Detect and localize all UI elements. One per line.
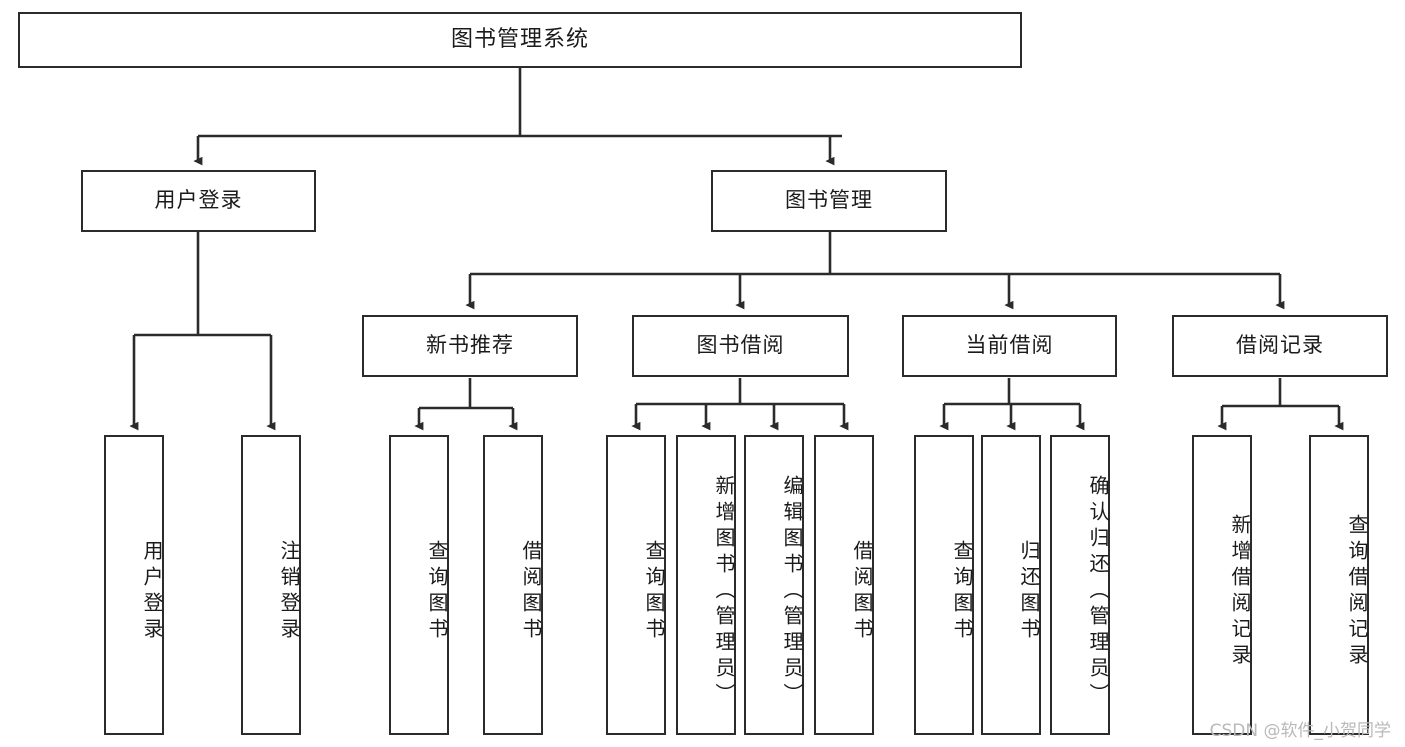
leaf-label: 查询图书 <box>425 540 449 644</box>
leaf-label: 新增借阅记录 <box>1228 514 1252 670</box>
leaf-book-borrow-query[interactable]: 查询图书 <box>606 435 666 735</box>
leaf-current-borrow-confirm-return[interactable]: 确认归还（管理员） <box>1050 435 1110 735</box>
leaf-label: 归还图书 <box>1017 540 1041 644</box>
leaf-label: 查询图书 <box>950 540 974 644</box>
leaf-label: 借阅图书 <box>850 540 874 644</box>
node-borrow-record[interactable]: 借阅记录 <box>1172 315 1388 377</box>
leaf-borrow-record-add[interactable]: 新增借阅记录 <box>1192 435 1252 735</box>
watermark: CSDN @软件_小贺同学 <box>1209 721 1391 741</box>
leaf-label: 借阅图书 <box>519 540 543 644</box>
leaf-label: 确认归还（管理员） <box>1086 475 1110 709</box>
leaf-label: 查询借阅记录 <box>1345 514 1369 670</box>
node-root[interactable]: 图书管理系统 <box>18 12 1022 68</box>
leaf-current-borrow-return[interactable]: 归还图书 <box>981 435 1041 735</box>
leaf-label: 注销登录 <box>277 540 301 644</box>
leaf-user-login-login[interactable]: 用户登录 <box>104 435 164 735</box>
leaf-book-borrow-borrow[interactable]: 借阅图书 <box>814 435 874 735</box>
leaf-book-borrow-edit[interactable]: 编辑图书（管理员） <box>744 435 804 735</box>
node-book-borrow[interactable]: 图书借阅 <box>632 315 849 377</box>
node-user-login[interactable]: 用户登录 <box>81 170 316 232</box>
leaf-current-borrow-query[interactable]: 查询图书 <box>914 435 974 735</box>
leaf-label: 编辑图书（管理员） <box>780 475 804 709</box>
leaf-label: 新增图书（管理员） <box>712 475 736 709</box>
leaf-new-book-query[interactable]: 查询图书 <box>389 435 449 735</box>
node-book-management[interactable]: 图书管理 <box>711 170 947 232</box>
leaf-user-login-logout[interactable]: 注销登录 <box>241 435 301 735</box>
node-new-book-recommend[interactable]: 新书推荐 <box>362 315 578 377</box>
leaf-label: 查询图书 <box>642 540 666 644</box>
leaf-label: 用户登录 <box>140 540 164 644</box>
node-current-borrow[interactable]: 当前借阅 <box>902 315 1117 377</box>
leaf-borrow-record-query[interactable]: 查询借阅记录 <box>1309 435 1369 735</box>
leaf-book-borrow-add[interactable]: 新增图书（管理员） <box>676 435 736 735</box>
leaf-new-book-borrow[interactable]: 借阅图书 <box>483 435 543 735</box>
